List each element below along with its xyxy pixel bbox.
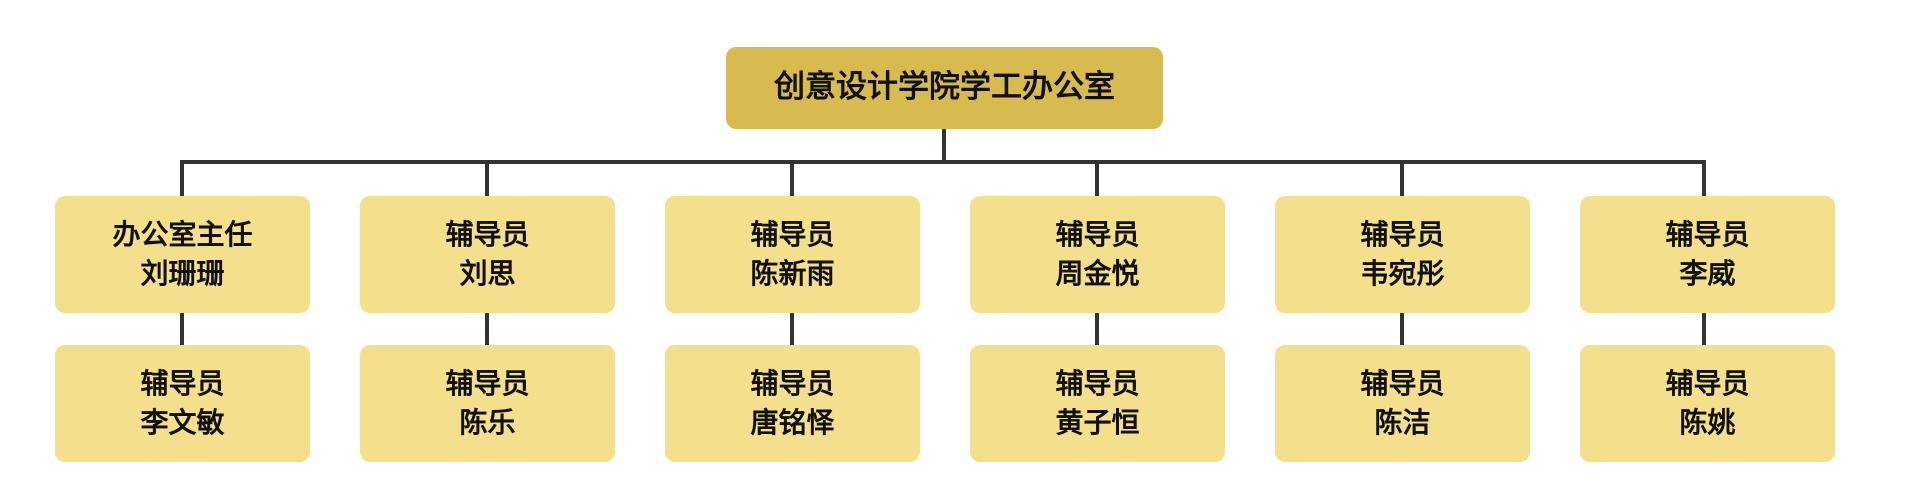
staff-name: 韦宛彤 bbox=[1360, 256, 1445, 290]
staff-node: 辅导员 唐铭怿 bbox=[665, 345, 920, 462]
root-connector bbox=[942, 129, 946, 162]
staff-role: 辅导员 bbox=[445, 367, 530, 401]
staff-node: 辅导员 李威 bbox=[1580, 196, 1835, 313]
staff-name: 唐铭怿 bbox=[750, 405, 835, 439]
staff-node: 辅导员 刘思 bbox=[360, 196, 615, 313]
staff-name: 刘珊珊 bbox=[140, 256, 225, 290]
root-label: 创意设计学院学工办公室 bbox=[774, 69, 1115, 106]
staff-node: 办公室主任 刘珊珊 bbox=[55, 196, 310, 313]
staff-role: 辅导员 bbox=[1360, 367, 1445, 401]
staff-node: 辅导员 黄子恒 bbox=[970, 345, 1225, 462]
staff-node: 辅导员 陈乐 bbox=[360, 345, 615, 462]
staff-name: 陈姚 bbox=[1679, 405, 1736, 439]
tier-connector bbox=[1702, 313, 1706, 345]
drop-connector bbox=[1400, 160, 1404, 196]
tier-connector bbox=[1095, 313, 1099, 345]
staff-role: 辅导员 bbox=[445, 218, 530, 252]
staff-role: 辅导员 bbox=[1055, 367, 1140, 401]
staff-name: 周金悦 bbox=[1055, 256, 1140, 290]
staff-role: 辅导员 bbox=[1665, 367, 1750, 401]
staff-name: 李威 bbox=[1679, 256, 1736, 290]
tier-connector bbox=[485, 313, 489, 345]
staff-role: 辅导员 bbox=[750, 218, 835, 252]
root-node: 创意设计学院学工办公室 bbox=[726, 47, 1163, 129]
tier-connector bbox=[180, 313, 184, 345]
drop-connector bbox=[485, 160, 489, 196]
horizontal-bus bbox=[180, 160, 1706, 164]
staff-node: 辅导员 周金悦 bbox=[970, 196, 1225, 313]
staff-name: 黄子恒 bbox=[1055, 405, 1140, 439]
staff-role: 辅导员 bbox=[140, 367, 225, 401]
staff-role: 辅导员 bbox=[1360, 218, 1445, 252]
staff-node: 辅导员 陈新雨 bbox=[665, 196, 920, 313]
staff-name: 刘思 bbox=[459, 256, 516, 290]
staff-node: 辅导员 陈姚 bbox=[1580, 345, 1835, 462]
drop-connector bbox=[1702, 160, 1706, 196]
staff-name: 陈乐 bbox=[459, 405, 516, 439]
tier-connector bbox=[1400, 313, 1404, 345]
drop-connector bbox=[180, 160, 184, 196]
staff-role: 办公室主任 bbox=[112, 218, 253, 252]
staff-node: 辅导员 李文敏 bbox=[55, 345, 310, 462]
drop-connector bbox=[790, 160, 794, 196]
staff-role: 辅导员 bbox=[1665, 218, 1750, 252]
tier-connector bbox=[790, 313, 794, 345]
staff-name: 陈新雨 bbox=[750, 256, 835, 290]
staff-role: 辅导员 bbox=[1055, 218, 1140, 252]
drop-connector bbox=[1095, 160, 1099, 196]
staff-node: 辅导员 韦宛彤 bbox=[1275, 196, 1530, 313]
staff-name: 李文敏 bbox=[140, 405, 225, 439]
staff-role: 辅导员 bbox=[750, 367, 835, 401]
staff-node: 辅导员 陈洁 bbox=[1275, 345, 1530, 462]
staff-name: 陈洁 bbox=[1374, 405, 1431, 439]
